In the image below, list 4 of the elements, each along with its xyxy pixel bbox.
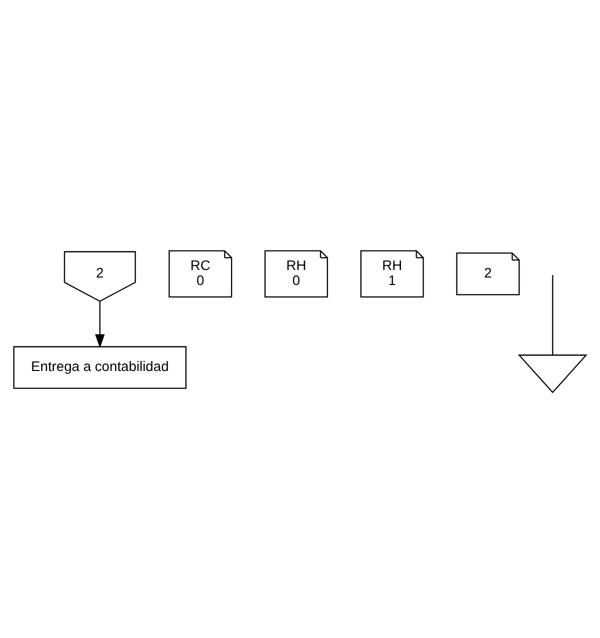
node-box: Entrega a contabilidad <box>13 346 187 388</box>
connector <box>552 274 554 354</box>
arrow <box>95 300 105 348</box>
node-triangle <box>518 354 588 393</box>
